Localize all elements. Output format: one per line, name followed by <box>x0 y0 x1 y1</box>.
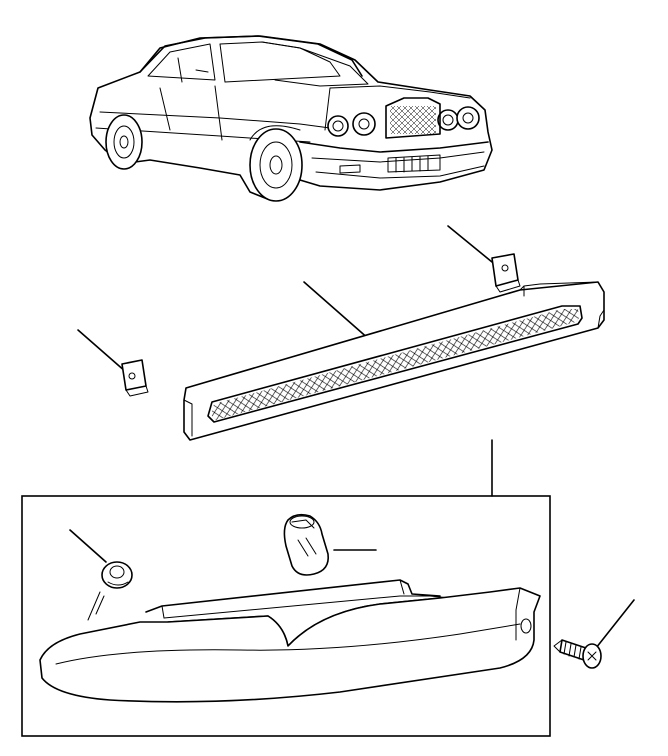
indicator-bulb <box>283 513 377 576</box>
lamp-assembly-frame <box>21 439 551 737</box>
retaining-clip-left <box>77 329 149 397</box>
retaining-clip-right <box>447 225 521 293</box>
fixing-screw <box>553 599 635 669</box>
grille-panel <box>183 281 605 441</box>
car-illustration <box>89 35 493 202</box>
rubber-grommet <box>69 529 133 621</box>
indicator-lamp-housing <box>39 579 541 703</box>
